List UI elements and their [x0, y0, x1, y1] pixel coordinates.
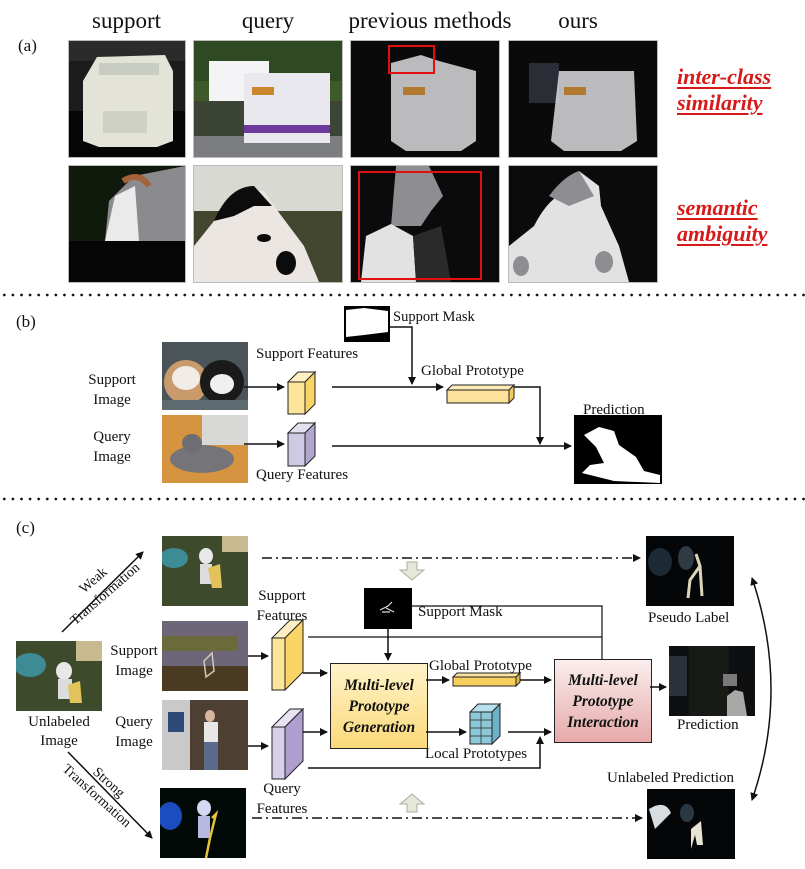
local-prototypes-cube [468, 702, 502, 746]
box-line: Generation [342, 718, 416, 736]
previous-methods-cow-result [350, 165, 500, 283]
panel-c-label: (c) [16, 518, 35, 537]
label-line: Image [93, 449, 131, 465]
inter-class-similarity-tag: inter-class similarity [677, 64, 771, 116]
support-features-label-c: Support Features [252, 586, 312, 626]
pseudo-label-label: Pseudo Label [648, 610, 730, 626]
arrow [390, 326, 416, 385]
query-cat-image [162, 415, 248, 483]
support-image-label-c: Support Image [104, 641, 164, 681]
panel-a-label: (a) [18, 36, 37, 55]
support-cats-image [162, 342, 248, 410]
prediction-mask-image [574, 415, 662, 484]
ours-bus-result [508, 40, 658, 158]
support-features-cube [286, 370, 317, 416]
unlabeled-image-label: Unlabeled Image [14, 713, 104, 751]
box-line: Multi-level [568, 671, 638, 689]
tag-line: inter-class [677, 64, 772, 89]
panel-b-label: (b) [16, 312, 36, 331]
unlabeled-prediction-label: Unlabeled Prediction [607, 770, 735, 786]
multi-level-prototype-interaction-box: Multi-level Prototype Interaction [554, 659, 652, 743]
support-bus-image [68, 40, 186, 158]
local-prototypes-label: Local Prototypes [425, 746, 528, 762]
shared-weights-up-arrow-icon [398, 793, 426, 813]
section-divider [0, 293, 805, 297]
tag-line: similarity [677, 90, 763, 115]
tag-line: semantic [677, 195, 758, 220]
support-mask-label: Support Mask [393, 309, 475, 325]
unlabeled-prediction-image [647, 789, 735, 859]
query-features-label-c: Query Features [252, 779, 312, 819]
semantic-ambiguity-tag: semantic ambiguity [677, 195, 767, 247]
support-cow-image [68, 165, 186, 283]
unlabeled-image [16, 641, 102, 711]
box-line: Prototype [348, 697, 410, 715]
label-line: Unlabeled [28, 714, 90, 730]
support-chair-image [162, 621, 248, 691]
pseudo-label-image [646, 536, 734, 606]
prediction-image-c [669, 646, 755, 716]
multi-level-prototype-generation-box: Multi-level Prototype Generation [330, 663, 428, 749]
weak-transformation-label: Weak Transformation [50, 542, 149, 635]
section-divider [0, 497, 805, 501]
prediction-label: Prediction [583, 402, 645, 418]
column-header-previous-methods: previous methods [348, 8, 512, 33]
query-man-image [162, 700, 248, 770]
connector-line [308, 636, 603, 659]
label-line: Query [115, 714, 153, 730]
global-prototype-bar [445, 383, 516, 405]
query-bus-image [193, 40, 343, 158]
arrow [514, 386, 544, 445]
ours-cow-result [508, 165, 658, 283]
prediction-label-c: Prediction [677, 717, 739, 733]
label-line: Image [115, 663, 153, 679]
global-prototype-label-c: Global Prototype [429, 658, 532, 674]
label-line: Image [93, 392, 131, 408]
query-image-label: Query Image [82, 427, 142, 467]
support-features-cube-c [270, 618, 305, 692]
support-mask-image-c [364, 588, 412, 629]
label-line: Support [88, 372, 136, 388]
column-header-support: support [92, 8, 161, 33]
label-line: Image [40, 733, 78, 749]
label-line: Features [256, 608, 308, 624]
label-line: Features [256, 801, 308, 817]
box-line: Multi-level [344, 676, 414, 694]
column-header-query: query [241, 8, 295, 33]
label-line: Image [115, 734, 153, 750]
shared-weights-down-arrow-icon [398, 561, 426, 581]
query-features-cube-c [270, 707, 305, 781]
previous-methods-bus-result [350, 40, 500, 158]
box-line: Prototype [572, 692, 634, 710]
support-features-label: Support Features [256, 346, 359, 362]
global-prototype-label: Global Prototype [421, 363, 524, 379]
label-line: Query [263, 781, 301, 797]
column-header-ours: ours [558, 8, 598, 33]
strong-transformation-label: Strong Transformation [53, 743, 151, 837]
weak-transform-image [162, 536, 248, 606]
box-line: Interaction [567, 713, 639, 731]
query-image-label-c: Query Image [104, 712, 164, 752]
query-cow-image [193, 165, 343, 283]
label-line: Query [93, 429, 131, 445]
label-line: Support [258, 588, 306, 604]
tag-line: ambiguity [677, 221, 768, 246]
support-image-label: Support Image [82, 370, 142, 410]
query-features-cube [286, 421, 317, 468]
strong-transform-image [160, 788, 246, 858]
support-mask-label-c: Support Mask [418, 604, 503, 620]
query-features-label: Query Features [256, 467, 349, 483]
support-mask-image [344, 306, 390, 342]
label-line: Support [110, 643, 158, 659]
